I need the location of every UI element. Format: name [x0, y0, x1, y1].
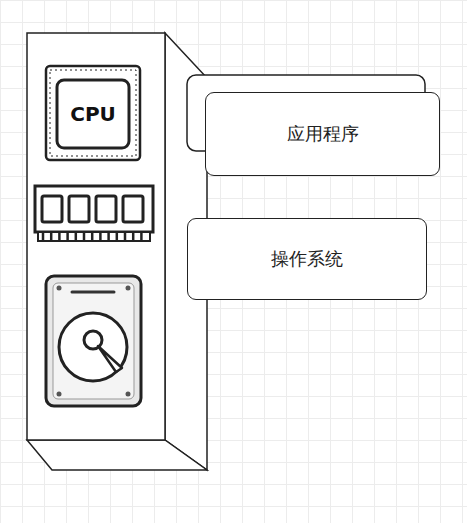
hdd-icon [46, 276, 141, 406]
cpu-icon [46, 66, 140, 160]
box-label: 应用程序 [287, 122, 359, 146]
box-label: 操作系统 [271, 247, 343, 271]
chip-label: CPU [70, 102, 116, 126]
tower-bottom [27, 440, 207, 470]
layer-box: 操作系统 [187, 218, 427, 300]
ram-icon [35, 186, 153, 241]
layer-box: 应用程序 [205, 92, 440, 176]
tower-front [27, 33, 165, 440]
